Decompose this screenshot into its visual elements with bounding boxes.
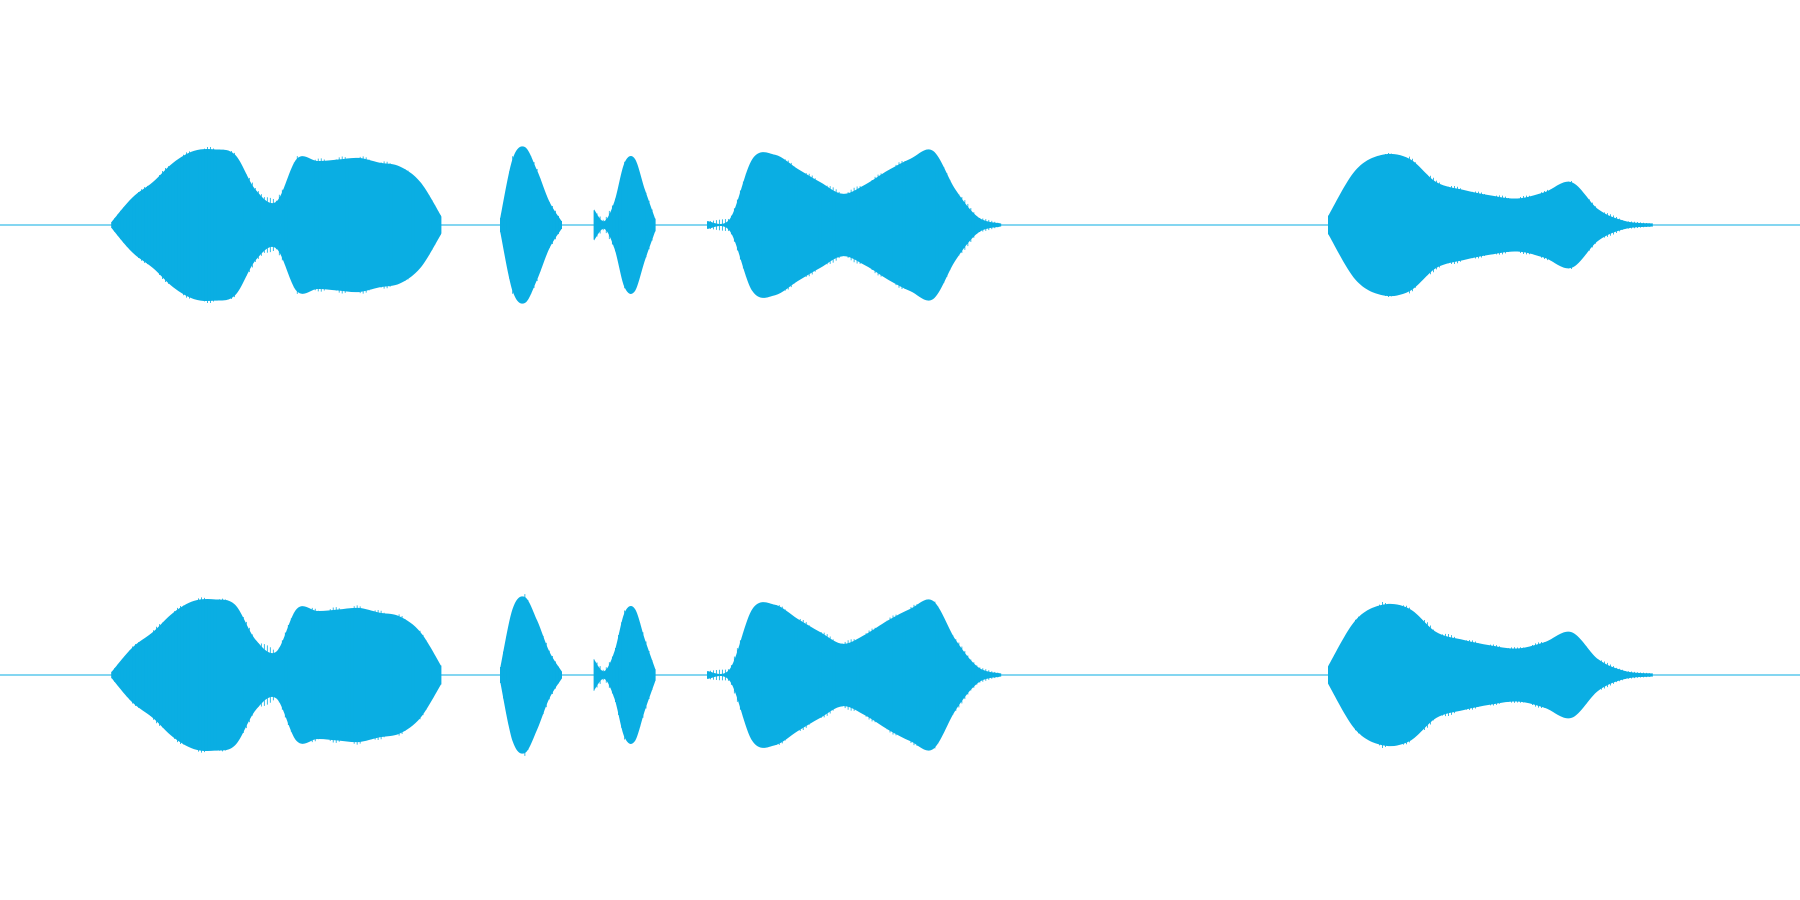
waveform-segment-texture: [593, 157, 656, 293]
waveform-segment-texture: [707, 151, 1002, 299]
waveform-segment-texture: [1328, 602, 1653, 748]
waveform-channel-2: [0, 594, 1800, 756]
waveform-segment-texture: [499, 594, 562, 756]
waveform-channel-1: [0, 146, 1800, 304]
waveform-segment-texture: [499, 149, 562, 301]
waveform-segment-texture: [707, 600, 1002, 750]
waveform-segment-texture: [111, 597, 442, 753]
waveform-segment-texture: [111, 146, 442, 304]
waveform-segment-texture: [593, 610, 656, 740]
waveform-segment-texture: [1328, 153, 1653, 297]
